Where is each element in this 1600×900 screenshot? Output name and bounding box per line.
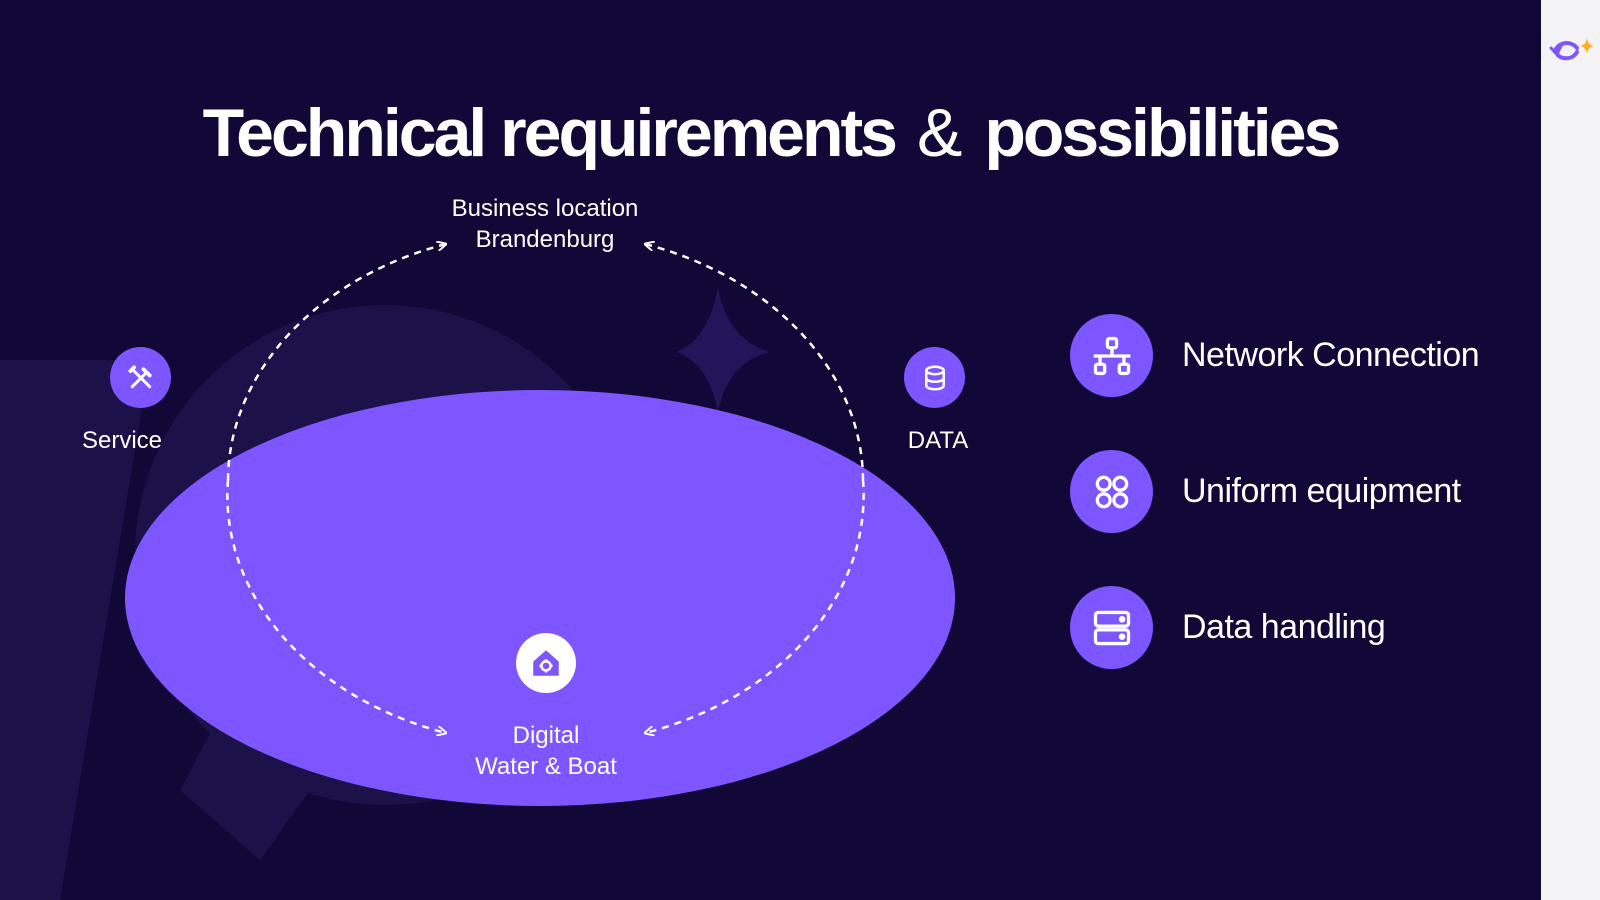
title-ampersand: & xyxy=(916,94,963,171)
business-location-label: Business location Brandenburg xyxy=(435,193,655,255)
data-label: DATA xyxy=(907,427,969,454)
tools-icon xyxy=(110,347,171,408)
server-icon xyxy=(1070,586,1153,669)
digital-water-boat-line-1: Digital xyxy=(512,722,580,749)
arrow-left-up xyxy=(226,244,446,481)
side-strip xyxy=(1541,0,1600,900)
feature-uniform-equipment: Uniform equipment xyxy=(1070,450,1461,533)
digital-water-boat-label: Digital Water & Boat xyxy=(436,720,656,782)
digital-water-boat-line-2: Water & Boat xyxy=(475,753,617,780)
business-location-line-1: Business location xyxy=(451,195,639,222)
grid-circles-icon xyxy=(1070,450,1153,533)
title-part-2: possibilities xyxy=(984,94,1341,171)
service-label: Service xyxy=(81,427,163,454)
arrow-left-down xyxy=(226,479,446,733)
arrow-right-up xyxy=(645,244,865,481)
page-title: Technical requirements&possibilities xyxy=(0,94,1541,172)
feature-network-connection: Network Connection xyxy=(1070,314,1480,397)
title-part-1: Technical requirements xyxy=(202,94,898,171)
arrow-right-down xyxy=(645,479,865,733)
feature-label-uniform: Uniform equipment xyxy=(1182,472,1461,510)
purple-ellipse xyxy=(125,390,955,806)
brand-logo-icon xyxy=(1549,38,1594,61)
feature-label-data-handling: Data handling xyxy=(1182,608,1386,646)
database-icon xyxy=(904,347,965,408)
feature-data-handling: Data handling xyxy=(1070,586,1386,669)
slide: Technical requirements&possibilities Bus… xyxy=(0,0,1541,900)
cycle-diagram xyxy=(125,0,955,806)
feature-label-network: Network Connection xyxy=(1182,336,1480,374)
network-icon xyxy=(1070,314,1153,397)
house-gear-icon xyxy=(516,633,576,693)
business-location-line-2: Brandenburg xyxy=(475,226,615,253)
